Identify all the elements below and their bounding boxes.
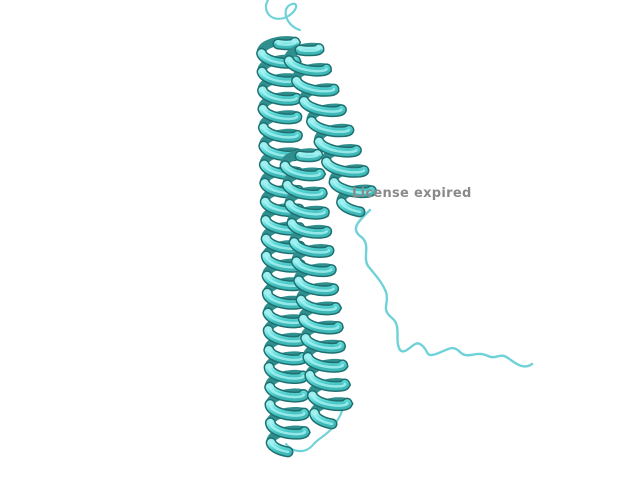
helix-right-upper-highlight-4 — [310, 120, 351, 134]
helix-middle-highlight-9 — [302, 317, 340, 331]
helix-right-upper-highlight-6 — [325, 160, 366, 174]
helix-right-upper-highlight-1 — [287, 59, 328, 73]
helix-right-upper-highlight-2 — [295, 79, 336, 93]
helix-middle-highlight-12 — [308, 373, 347, 388]
protein-coil-loops — [264, 0, 534, 453]
coil-tail-right — [354, 208, 534, 368]
protein-ribbon-icon — [256, 36, 377, 458]
helix-middle-highlight-2 — [286, 183, 324, 197]
helix-middle-highlight-13 — [311, 394, 349, 407]
license-watermark: License expired — [352, 186, 472, 201]
helix-right-upper-highlight-7 — [332, 180, 373, 194]
helix-left-highlight-4 — [261, 107, 299, 121]
helix-left-highlight-18 — [267, 365, 305, 380]
helix-middle-highlight-1 — [283, 164, 322, 178]
helix-middle-highlight-11 — [306, 355, 345, 369]
helix-left-highlight-3 — [261, 89, 298, 102]
helix-middle-highlight-4 — [290, 221, 328, 235]
helix-left-highlight-20 — [268, 403, 306, 417]
helix-right-upper-highlight-3 — [302, 99, 343, 113]
helix-middle-highlight-0 — [298, 153, 320, 158]
coil-bottom-link — [284, 402, 346, 453]
helix-middle-highlight-10 — [304, 336, 342, 350]
helix-middle-highlight-7 — [297, 279, 335, 292]
helix-middle-highlight-5 — [292, 241, 331, 254]
helix-middle-highlight-6 — [295, 260, 333, 273]
helix-left-highlight-5 — [262, 126, 299, 139]
helix-left-highlight-19 — [268, 385, 306, 399]
helix-left-highlight-21 — [269, 421, 307, 436]
helix-middle-highlight-14 — [313, 411, 334, 426]
helix-left-highlight-17 — [267, 348, 305, 362]
helix-middle-highlight-8 — [299, 298, 338, 312]
helix-middle-highlight-3 — [288, 202, 326, 216]
helix-left-highlight-22 — [269, 441, 290, 454]
helix-right-upper-highlight-0 — [298, 47, 321, 53]
helix-right-upper-highlight-8 — [340, 201, 362, 214]
helix-right-upper-highlight-5 — [317, 140, 358, 154]
helix-left-highlight-0 — [276, 40, 297, 46]
coil-top — [264, 0, 302, 32]
